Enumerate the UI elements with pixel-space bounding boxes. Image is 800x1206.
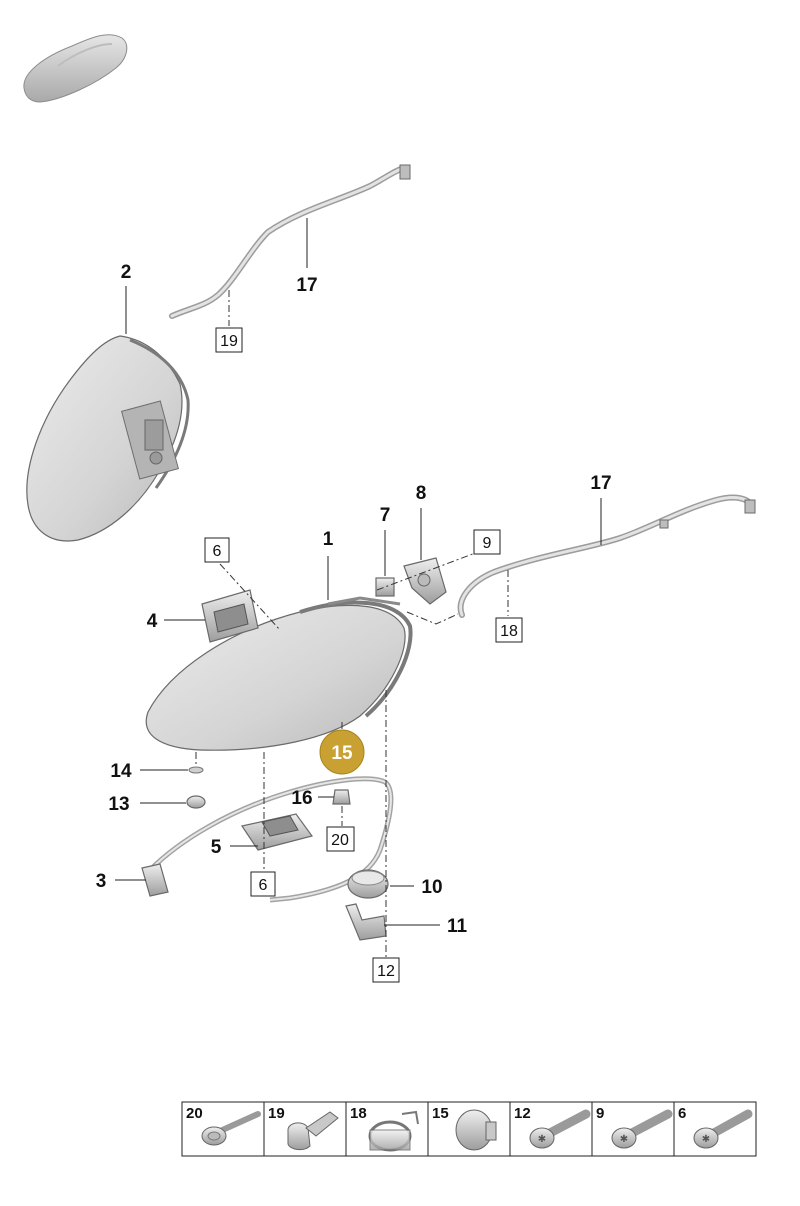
vent-tube-lower[interactable] (457, 494, 756, 618)
boxed-ref-6-top[interactable]: 6 (204, 537, 230, 563)
svg-text:✱: ✱ (538, 1134, 546, 1145)
callout-5: 5 (211, 837, 222, 858)
bracket-part-11[interactable] (345, 903, 387, 941)
strip-number-9: 9 (596, 1105, 604, 1122)
boxed-ref-6-bottom-label: 6 (259, 877, 268, 894)
callout-10: 10 (421, 877, 442, 898)
strip-cell-6[interactable]: 6 ✱ (678, 1105, 753, 1149)
connector-part-7[interactable] (375, 577, 395, 597)
callout-15-label: 15 (331, 743, 353, 764)
strip-cell-20[interactable]: 20 (186, 1105, 261, 1146)
torx-screw-icon: ✱ (529, 1109, 591, 1149)
vent-tube-upper[interactable] (169, 164, 411, 319)
highlighted-callout-15[interactable]: 15 (319, 729, 365, 775)
boxed-ref-6-bottom[interactable]: 6 (250, 871, 276, 897)
clip-icon (287, 1111, 339, 1151)
callout-13: 13 (108, 794, 129, 815)
strip-number-12: 12 (514, 1105, 531, 1122)
bracket-part-8[interactable] (403, 557, 447, 605)
callout-16: 16 (291, 788, 312, 809)
small-parts-strip: 20 19 18 15 (181, 1101, 757, 1157)
strip-number-19: 19 (268, 1105, 285, 1122)
torx-screw-icon: ✱ (611, 1109, 673, 1149)
callout-14: 14 (110, 761, 132, 782)
callout-7: 7 (380, 505, 391, 526)
callout-17-lower: 17 (590, 473, 611, 494)
strip-cell-18[interactable]: 18 (350, 1105, 419, 1152)
boxed-ref-19-label: 19 (220, 333, 238, 350)
grommet-icon (455, 1109, 497, 1151)
headlamp-assembly-main[interactable] (145, 596, 413, 751)
strip-number-6: 6 (678, 1105, 686, 1122)
vehicle-thumbnail-icon (23, 34, 128, 103)
callout-17-upper: 17 (296, 275, 317, 296)
bracket-clamp-icon (368, 1110, 419, 1152)
strip-number-15: 15 (432, 1105, 449, 1122)
boxed-ref-6-top-label: 6 (213, 543, 222, 560)
callout-4: 4 (147, 611, 158, 632)
nut-part-13[interactable] (186, 795, 206, 809)
control-module-part-5[interactable] (241, 813, 314, 851)
svg-text:✱: ✱ (702, 1134, 710, 1145)
torx-screw-icon: ✱ (693, 1109, 753, 1149)
headlamp-assembly-upper[interactable] (26, 335, 190, 542)
screw-washer-icon (201, 1111, 261, 1146)
boxed-ref-19[interactable]: 19 (215, 327, 243, 353)
boxed-ref-12-label: 12 (377, 963, 395, 980)
cap-part-10[interactable] (347, 869, 389, 899)
callout-1: 1 (323, 529, 334, 550)
callout-11: 11 (447, 916, 468, 937)
boxed-ref-12[interactable]: 12 (372, 957, 400, 983)
callout-8: 8 (416, 483, 427, 504)
svg-text:✱: ✱ (620, 1134, 628, 1145)
washer-part-14[interactable] (188, 766, 204, 774)
callout-2: 2 (121, 262, 132, 283)
leader-lines (115, 218, 602, 926)
boxed-ref-9-label: 9 (483, 535, 492, 552)
strip-number-18: 18 (350, 1105, 367, 1122)
strip-number-20: 20 (186, 1105, 203, 1122)
callout-3: 3 (96, 871, 107, 892)
strip-cell-12[interactable]: 12 ✱ (514, 1105, 591, 1149)
strip-cell-9[interactable]: 9 ✱ (596, 1105, 673, 1149)
boxed-ref-20-label: 20 (331, 832, 349, 849)
reference-lines (195, 290, 509, 958)
grommet-part-16[interactable] (332, 789, 351, 805)
strip-cell-15[interactable]: 15 (432, 1105, 497, 1151)
boxed-ref-20[interactable]: 20 (326, 826, 355, 852)
control-unit-part-4[interactable] (201, 589, 259, 643)
boxed-ref-18-label: 18 (500, 623, 518, 640)
boxed-ref-9[interactable]: 9 (473, 529, 501, 555)
boxed-ref-18[interactable]: 18 (495, 617, 523, 643)
strip-cell-19[interactable]: 19 (268, 1105, 339, 1151)
